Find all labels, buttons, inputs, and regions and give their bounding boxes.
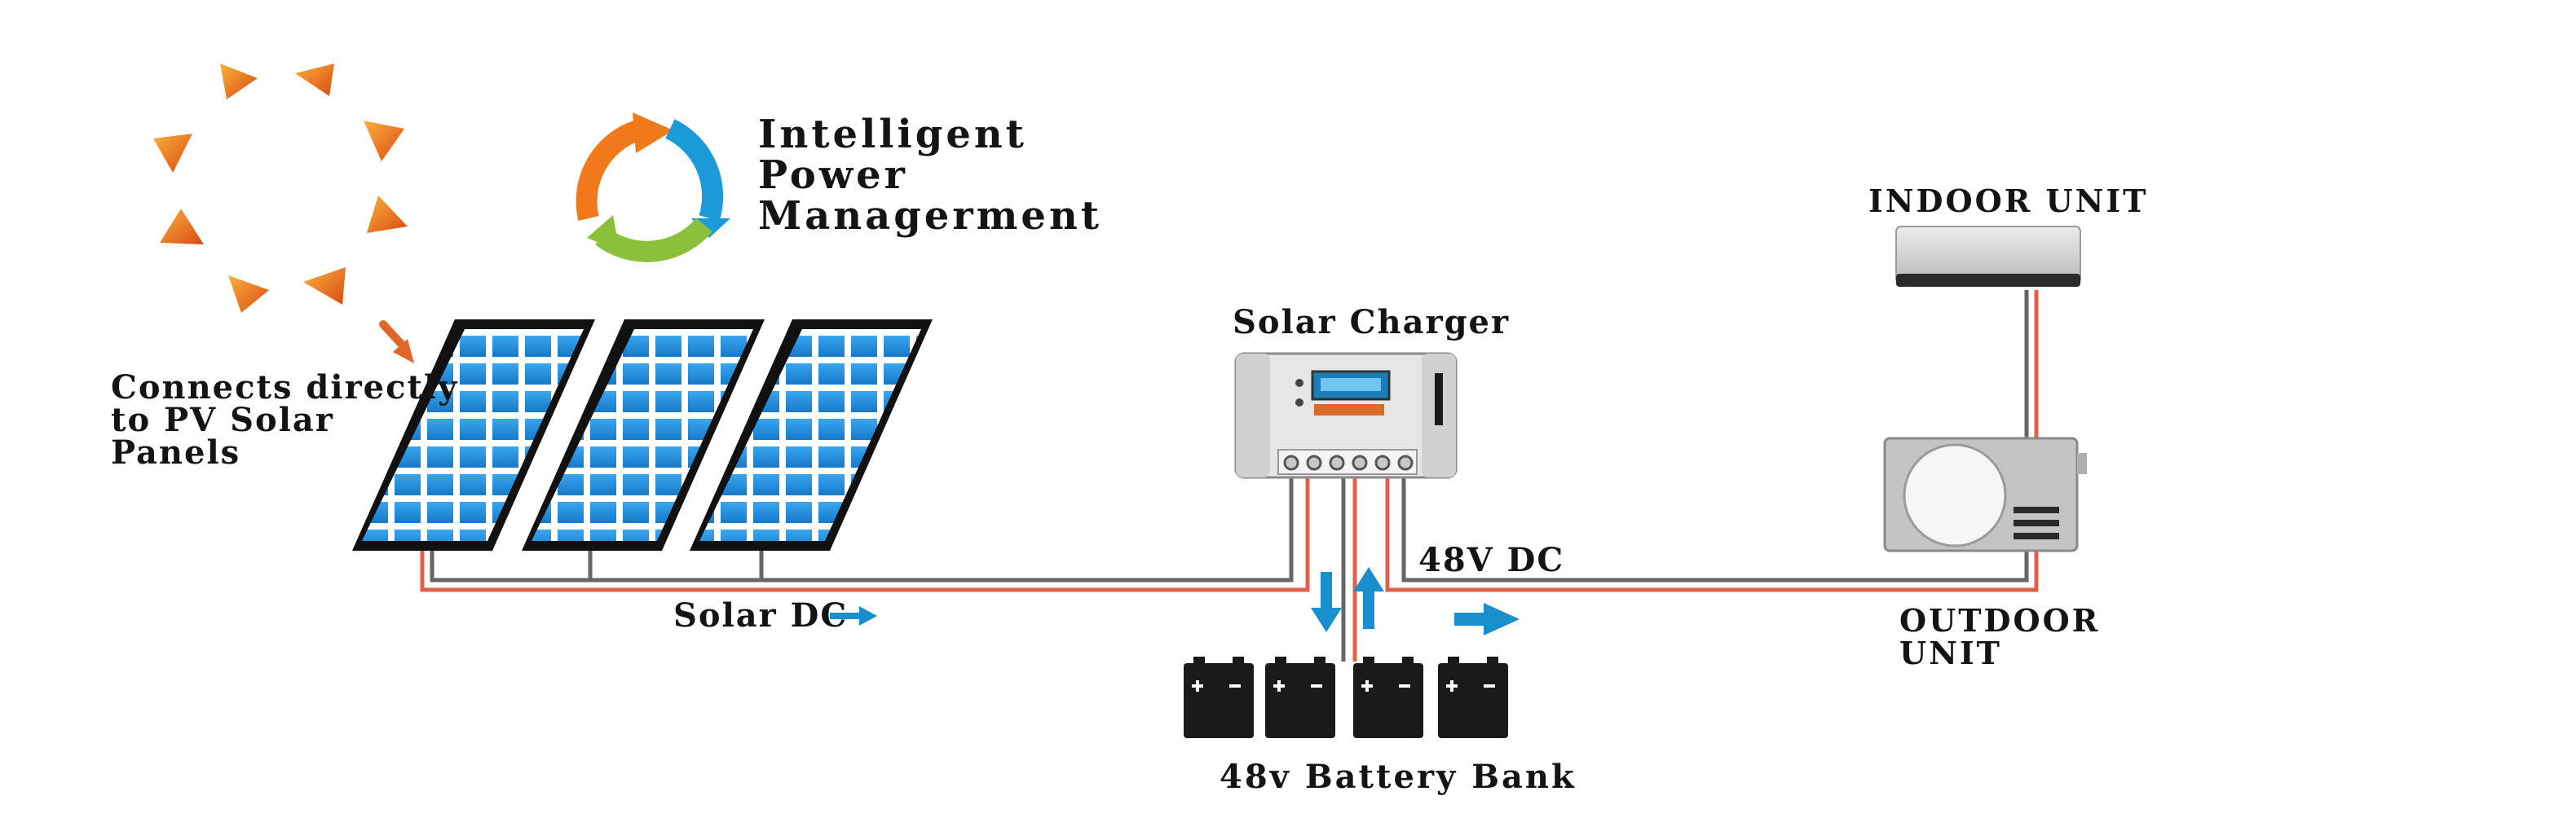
battery-bank-label: 48v Battery Bank	[1220, 758, 1577, 796]
power-management-title: Intelligent Power Managerment	[758, 114, 1102, 236]
pv-connection-line-3: Panels	[111, 433, 241, 472]
solar-charger-icon	[1234, 352, 1458, 479]
sun-icon	[153, 64, 408, 313]
solar-dc-label: Solar DC	[673, 596, 849, 635]
outdoor-unit-label: OUTDOOR UNIT	[1899, 605, 2100, 670]
indoor-unit-icon	[1895, 226, 2081, 287]
flow-arrow-icon	[830, 567, 1520, 635]
outdoor-line-1: OUTDOOR	[1899, 602, 2101, 639]
pv-connection-line-1: Connects directly	[111, 368, 459, 407]
wiring	[420, 290, 2039, 662]
ipm-line-1: Intelligent	[758, 112, 1027, 157]
solar-panel-icon	[352, 319, 933, 551]
dc-48v-label: 48V DC	[1418, 541, 1565, 579]
solar-charger-label: Solar Charger	[1233, 303, 1511, 341]
ipm-line-2: Power	[758, 152, 908, 198]
pv-connection-line-2: to PV Solar	[111, 401, 334, 439]
ipm-line-3: Managerment	[758, 193, 1103, 239]
pv-connection-caption: Connects directly to PV Solar Panels	[111, 372, 458, 469]
sunlight-arrow-icon	[379, 320, 414, 363]
indoor-unit-label: INDOOR UNIT	[1868, 182, 2149, 219]
power-cycle-icon	[576, 112, 730, 262]
outdoor-unit-icon	[1883, 437, 2087, 552]
outdoor-line-2: UNIT	[1899, 635, 2002, 671]
battery-icon	[1184, 657, 1508, 738]
